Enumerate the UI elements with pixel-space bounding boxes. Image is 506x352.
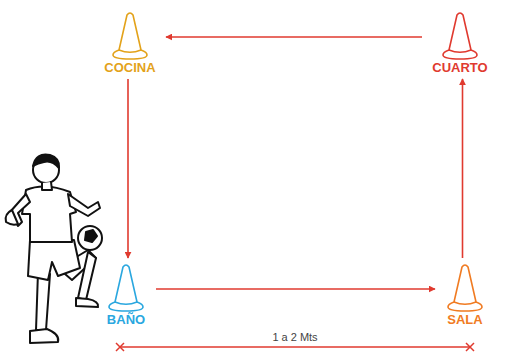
station-label: CUARTO <box>426 60 494 75</box>
cone-station: CUARTO <box>426 10 494 75</box>
traffic-cone <box>440 10 480 60</box>
station-label: COCINA <box>98 60 162 75</box>
station-label: BAÑO <box>100 312 152 327</box>
traffic-cone <box>110 10 150 60</box>
dimension-line <box>116 343 474 351</box>
cone-station: BAÑO <box>100 262 152 327</box>
cone-station: COCINA <box>98 10 162 75</box>
flow-arrow <box>127 79 129 258</box>
flow-arrow <box>156 288 435 290</box>
cone-station: SALA <box>439 262 491 327</box>
traffic-cone <box>106 262 146 312</box>
flow-arrow <box>462 79 464 258</box>
traffic-cone <box>445 262 485 312</box>
dimension-label: 1 a 2 Mts <box>269 331 320 344</box>
soccer-player <box>6 154 102 343</box>
station-label: SALA <box>439 312 491 327</box>
flow-arrow <box>166 36 422 38</box>
